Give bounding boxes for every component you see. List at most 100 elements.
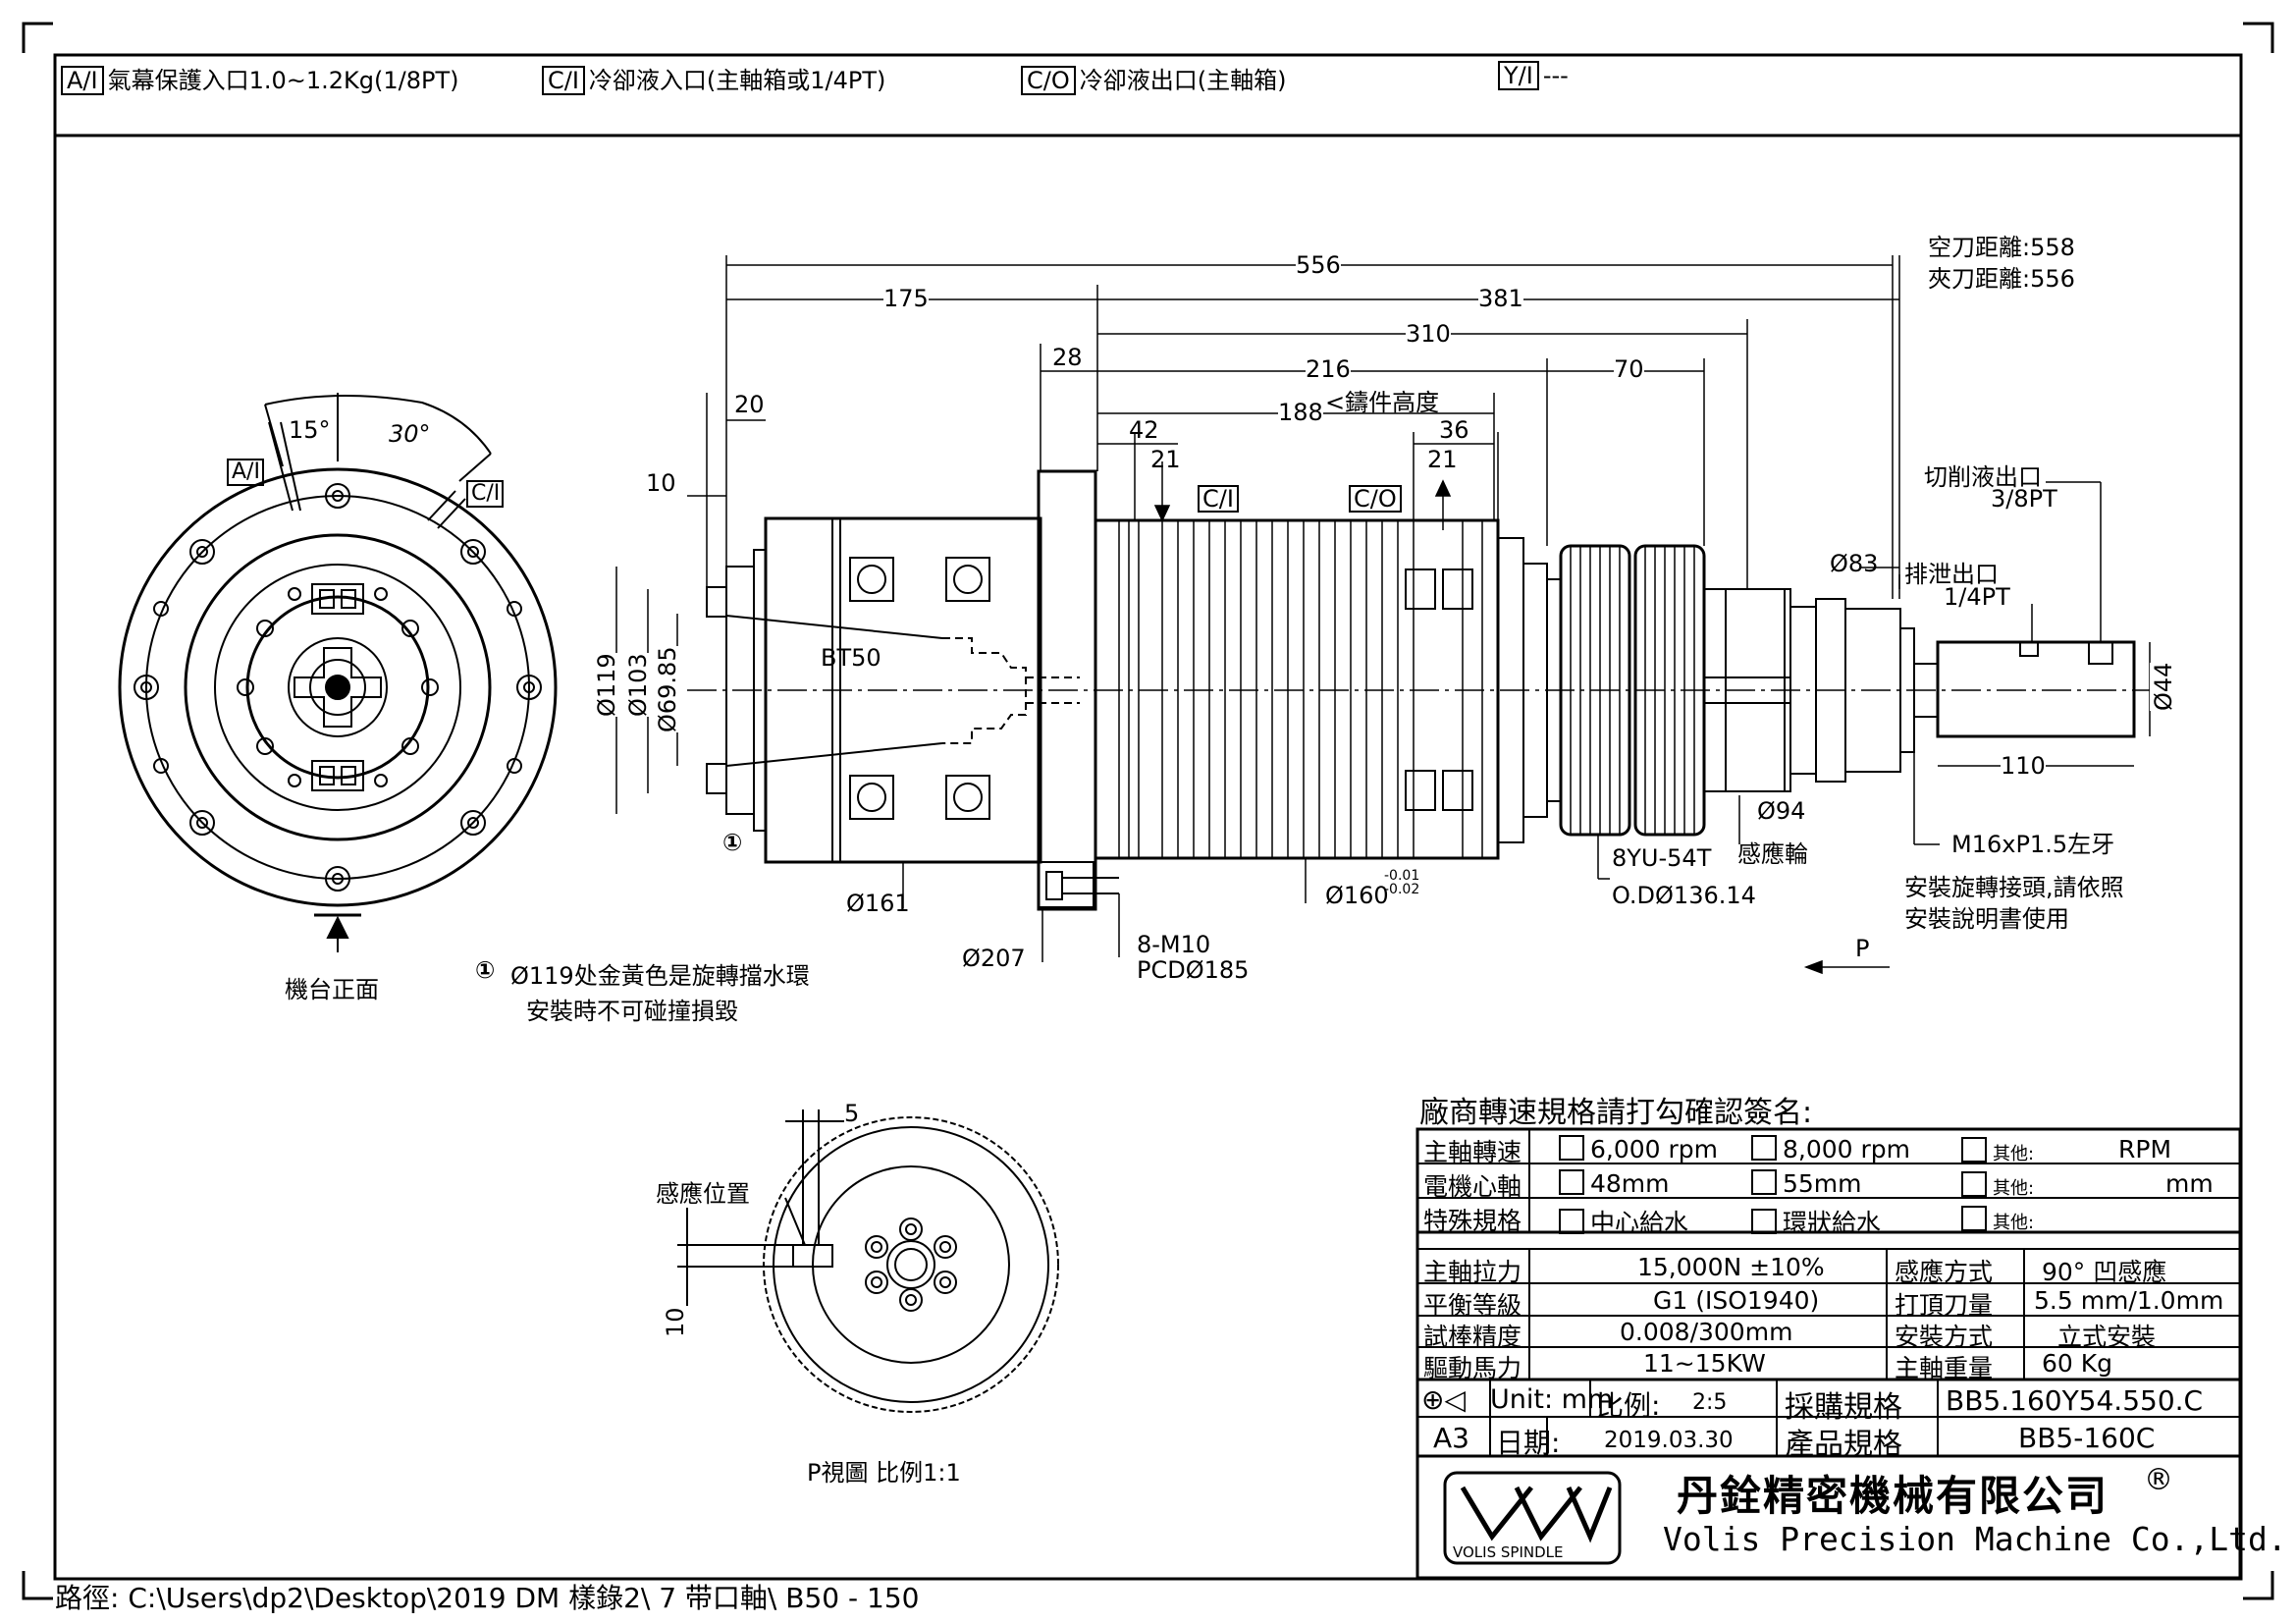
dim-d207: Ø207 <box>962 945 1026 972</box>
dim-20: 20 <box>734 391 765 418</box>
opt-shaft-2[interactable]: 55mm <box>1751 1169 1862 1198</box>
opt-special-2[interactable]: 環狀給水 <box>1751 1204 1881 1239</box>
dim-d160-tol-lower: -0.02 <box>1384 882 1420 897</box>
spec-label-sensing: 感應方式 <box>1895 1258 1994 1286</box>
unit-mm: mm <box>2165 1169 2214 1198</box>
legend-text: 冷卻液出口(主軸箱) <box>1079 67 1287 94</box>
dim-d119: Ø119 <box>593 653 620 717</box>
spec-label-special: 特殊規格 <box>1423 1207 1522 1235</box>
opt-text: 48mm <box>1590 1169 1670 1198</box>
file-path: 路徑: C:\Users\dp2\Desktop\2019 DM 樣錄2\ 7 … <box>55 1582 920 1614</box>
company-name-en: Volis Precision Machine Co.,Ltd. <box>1663 1520 2287 1558</box>
dim-21-inlet: 21 <box>1150 446 1181 473</box>
p-view <box>677 1109 1059 1413</box>
opt-special-other[interactable]: 其他: <box>1961 1206 2034 1234</box>
dimension-lines <box>615 255 2151 975</box>
opt-shaft-other[interactable]: 其他: <box>1961 1171 2034 1200</box>
sheet-size: A3 <box>1433 1422 1469 1454</box>
dim-310: 310 <box>1406 320 1451 348</box>
checkbox[interactable] <box>1751 1209 1777 1234</box>
checkbox[interactable] <box>1961 1206 1987 1231</box>
angle-15: 15° <box>289 416 331 444</box>
date-value: 2019.03.30 <box>1604 1428 1734 1453</box>
spec-label-motor-shaft: 電機心軸 <box>1423 1172 1522 1201</box>
opt-text: 55mm <box>1783 1169 1862 1198</box>
spec-value-balance: G1 (ISO1940) <box>1653 1286 1820 1315</box>
dim-21-outlet: 21 <box>1427 446 1458 473</box>
sensor-position-label: 感應位置 <box>656 1180 750 1208</box>
dim-216: 216 <box>1306 355 1351 383</box>
checkbox[interactable] <box>1961 1171 1987 1197</box>
opt-text: 其他: <box>1993 1213 2035 1233</box>
dim-d160-tol-upper: -0.01 <box>1384 868 1420 884</box>
note-1-line-2: 安裝時不可碰撞損毀 <box>526 998 738 1025</box>
install-note-2: 安裝說明書使用 <box>1904 905 2069 933</box>
checkbox[interactable] <box>1559 1135 1584 1161</box>
dim-d94: Ø94 <box>1757 797 1806 825</box>
opt-speed-1[interactable]: 6,000 rpm <box>1559 1135 1718 1163</box>
front-port-ci: C/I <box>471 481 501 506</box>
pulley-od: O.DØ136.14 <box>1612 882 1756 909</box>
note-1-line-1: Ø119处金黃色是旋轉擋水環 <box>510 962 810 990</box>
spec-value-weight: 60 Kg <box>2042 1349 2113 1378</box>
opt-text: 其他: <box>1993 1178 2035 1199</box>
dim-28: 28 <box>1052 344 1083 371</box>
scale-value: 2:5 <box>1692 1390 1728 1415</box>
clamp-tool-distance: 夾刀距離:556 <box>1928 265 2075 293</box>
checkbox[interactable] <box>1751 1135 1777 1161</box>
machine-front-label: 機台正面 <box>285 976 379 1003</box>
front-port-ai: A/I <box>232 460 260 484</box>
legend-code: C/O <box>1021 66 1076 95</box>
sensor-wheel-label: 感應輪 <box>1737 840 1808 868</box>
opt-speed-other[interactable]: 其他: <box>1961 1137 2034 1165</box>
empty-tool-distance: 空刀距離:558 <box>1928 234 2075 261</box>
spec-value-pull: 15,000N ±10% <box>1637 1253 1825 1281</box>
opt-shaft-1[interactable]: 48mm <box>1559 1169 1670 1198</box>
spec-label-test-bar: 試棒精度 <box>1423 1323 1522 1351</box>
opt-text: 中心給水 <box>1590 1209 1689 1237</box>
logo-text: VOLIS SPINDLE <box>1453 1543 1564 1561</box>
drain-outlet-label: 排泄出口 <box>1904 561 1999 588</box>
dim-d69-85: Ø69.85 <box>654 646 681 732</box>
opt-special-1[interactable]: 中心給水 <box>1559 1204 1688 1239</box>
registered-mark: ® <box>2144 1463 2173 1497</box>
front-view-marker: ① <box>722 829 743 856</box>
spec-label-drive-power: 驅動馬力 <box>1423 1354 1522 1382</box>
scale-label: 比例: <box>1596 1389 1661 1422</box>
front-view <box>118 393 558 952</box>
unit-rpm: RPM <box>2118 1135 2172 1163</box>
drain-outlet-size: 1/4PT <box>1944 583 2010 611</box>
opt-text: 環狀給水 <box>1783 1209 1882 1237</box>
dim-36: 36 <box>1439 416 1469 444</box>
opt-speed-2[interactable]: 8,000 rpm <box>1751 1135 1910 1163</box>
cut-outlet-size: 3/8PT <box>1991 485 2057 513</box>
note-1-marker: ① <box>475 956 496 984</box>
p-arrow-label: P <box>1855 935 1870 962</box>
legend-code: C/I <box>542 66 585 95</box>
drawing-frame <box>53 53 2243 1581</box>
dim-d44: Ø44 <box>2150 662 2177 711</box>
install-note-1: 安裝旋轉接頭,請依照 <box>1904 874 2124 901</box>
dim-175: 175 <box>883 285 929 312</box>
date-label: 日期: <box>1496 1427 1561 1459</box>
spec-label-knockout: 打頂刀量 <box>1895 1291 1994 1320</box>
company-name-cn: 丹銓精密機械有限公司 <box>1677 1472 2109 1520</box>
checkbox[interactable] <box>1751 1169 1777 1195</box>
side-port-ci: C/I <box>1198 485 1239 513</box>
cut-outlet-label: 切削液出口 <box>1924 463 2042 491</box>
purchase-spec-value: BB5.160Y54.550.C <box>1946 1384 2204 1417</box>
dim-d103: Ø103 <box>624 653 652 717</box>
pcd-spec: PCDØ185 <box>1137 956 1250 984</box>
dim-556: 556 <box>1296 251 1341 279</box>
checkbox[interactable] <box>1559 1169 1584 1195</box>
side-port-co: C/O <box>1349 485 1402 513</box>
checkbox[interactable] <box>1559 1209 1584 1234</box>
product-spec-value: BB5-160C <box>2018 1422 2156 1454</box>
bolt-spec: 8-M10 <box>1137 931 1211 958</box>
product-spec-label: 產品規格 <box>1785 1428 1902 1462</box>
purchase-spec-label: 採購規格 <box>1785 1390 1902 1425</box>
checkbox[interactable] <box>1961 1137 1987 1163</box>
legend-code: Y/I <box>1498 61 1539 90</box>
